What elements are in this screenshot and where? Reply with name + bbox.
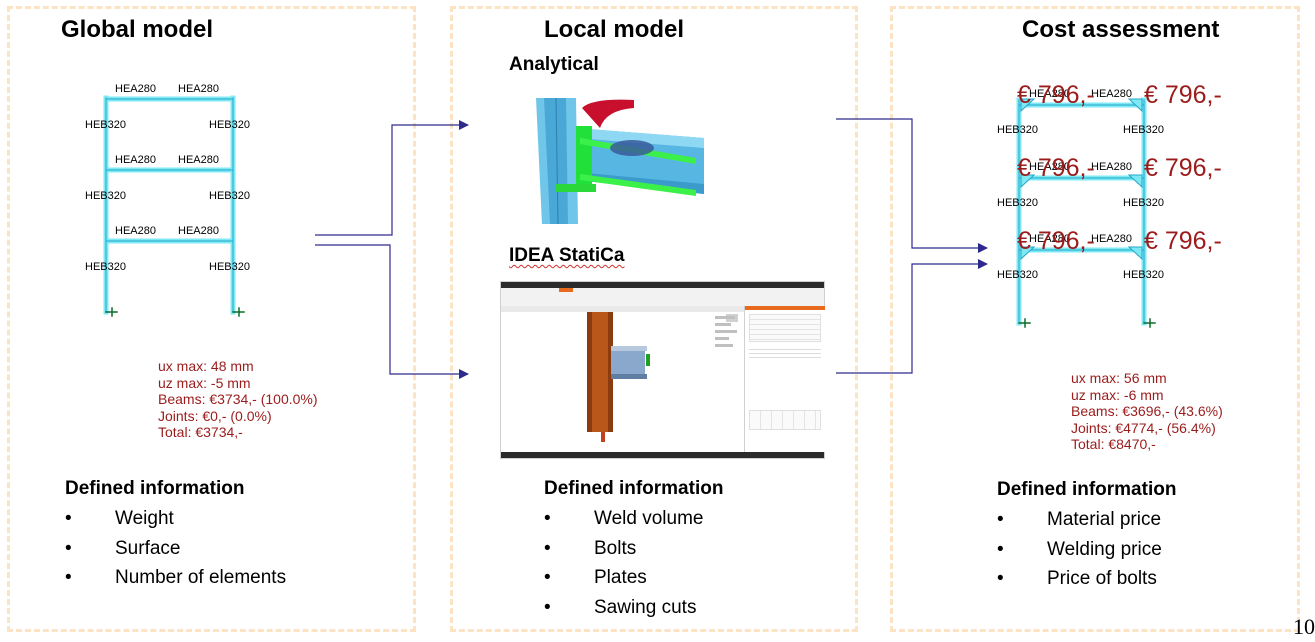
cost-beam-label: HEA280 [1029, 161, 1070, 173]
list-item: •Welding price [997, 538, 1162, 560]
beam-3d-top [611, 346, 647, 351]
local-model-panel [450, 6, 858, 632]
global-column-label: HEB320 [209, 190, 250, 202]
cost-beam-label: HEA280 [1091, 161, 1132, 173]
column-3d-flange [608, 312, 613, 432]
analytical-joint-illustration [536, 97, 704, 225]
list-item: •Surface [65, 537, 181, 559]
global-model-panel [7, 6, 416, 632]
joint-cost-label: € 796,- [1017, 227, 1095, 255]
global-beam-label: HEA280 [115, 154, 156, 166]
list-item: •Bolts [544, 537, 637, 559]
cost-column-label: HEB320 [1123, 124, 1164, 136]
list-item: •Weld volume [544, 508, 704, 529]
joint-cost-label: € 796,- [1144, 81, 1222, 109]
cost-column-label: HEB320 [997, 269, 1038, 281]
stat-line: Total: €8470,- [1071, 436, 1156, 452]
global-column-label: HEB320 [85, 190, 126, 202]
app-titlebar [501, 282, 824, 288]
joint-cost-label: € 796,- [1144, 227, 1222, 255]
local-defined-title: Defined information [544, 478, 724, 499]
analytical-label: Analytical [509, 54, 599, 75]
global-model-title: Global model [61, 16, 214, 43]
column-3d [591, 312, 609, 432]
list-item: •Sawing cuts [544, 597, 697, 619]
beam-3d [611, 348, 645, 378]
cost-beam-label: HEA280 [1091, 233, 1132, 245]
cost-column-label: HEB320 [997, 197, 1038, 209]
list-item: •Plates [544, 567, 647, 589]
global-column-label: HEB320 [85, 119, 126, 131]
list-item: •Weight [65, 508, 174, 529]
global-stats: ux max: 48 mm uz max: -5 mm Beams: €3734… [158, 358, 318, 441]
cost-column-label: HEB320 [997, 124, 1038, 136]
stat-line: Joints: €4774,- (56.4%) [1071, 419, 1216, 436]
stat-line: uz max: -5 mm [158, 374, 251, 391]
load-arrow [646, 354, 650, 366]
stat-line: ux max: 48 mm [158, 358, 254, 374]
global-column-label: HEB320 [209, 261, 250, 273]
stat-line: Beams: €3696,- (43.6%) [1071, 403, 1223, 419]
app-tree-panel [715, 312, 743, 372]
idea-statica-label: IDEA StatiCa [509, 245, 625, 266]
app-data-panel [744, 306, 825, 452]
app-viewport [501, 312, 744, 452]
cost-stats: ux max: 56 mm uz max: -6 mm Beams: €3696… [1071, 370, 1223, 453]
stat-line: ux max: 56 mm [1071, 370, 1167, 386]
idea-statica-screenshot [500, 281, 825, 459]
global-beam-label: HEA280 [178, 225, 219, 237]
support-marker [601, 432, 605, 442]
global-beam-label: HEA280 [115, 225, 156, 237]
beam-3d-bottom [611, 374, 647, 379]
column-3d-flange [587, 312, 592, 432]
global-defined-title: Defined information [65, 478, 245, 499]
cost-defined-list: •Material price •Welding price •Price of… [997, 505, 1162, 594]
global-column-label: HEB320 [85, 261, 126, 273]
joint-cost-label: € 796,- [1017, 81, 1095, 109]
app-statusbar [501, 452, 824, 458]
list-item: •Material price [997, 509, 1162, 530]
list-item: •Price of bolts [997, 568, 1157, 590]
local-defined-list: •Weld volume •Bolts •Plates •Sawing cuts [544, 504, 703, 623]
global-beam-label: HEA280 [178, 83, 219, 95]
stat-line: Beams: €3734,- (100.0%) [158, 391, 318, 407]
cost-assessment-panel [890, 6, 1300, 632]
global-beam-label: HEA280 [178, 154, 219, 166]
page-number: 10 [1293, 614, 1315, 639]
stat-line: Joints: €0,- (0.0%) [158, 407, 272, 424]
cost-beam-label: HEA280 [1029, 88, 1070, 100]
cost-column-label: HEB320 [1123, 269, 1164, 281]
list-item: •Number of elements [65, 567, 287, 589]
app-ribbon [501, 288, 824, 307]
cost-defined-title: Defined information [997, 479, 1177, 500]
joint-cost-label: € 796,- [1017, 154, 1095, 182]
joint-cost-label: € 796,- [1144, 154, 1222, 182]
stat-line: uz max: -6 mm [1071, 386, 1164, 403]
global-frame-diagram [103, 95, 245, 317]
cost-beam-label: HEA280 [1091, 88, 1132, 100]
local-model-title: Local model [544, 16, 685, 43]
cost-column-label: HEB320 [1123, 197, 1164, 209]
app-toolbar [501, 306, 824, 312]
stat-line: Total: €3734,- [158, 424, 243, 440]
app-ribbon-active-tab [559, 288, 573, 292]
cost-assessment-title: Cost assessment [1022, 16, 1220, 43]
global-defined-list: •Weight •Surface •Number of elements [65, 504, 286, 593]
cost-beam-label: HEA280 [1029, 233, 1070, 245]
global-column-label: HEB320 [209, 119, 250, 131]
cost-frame-diagram [1016, 97, 1156, 328]
global-beam-label: HEA280 [115, 83, 156, 95]
